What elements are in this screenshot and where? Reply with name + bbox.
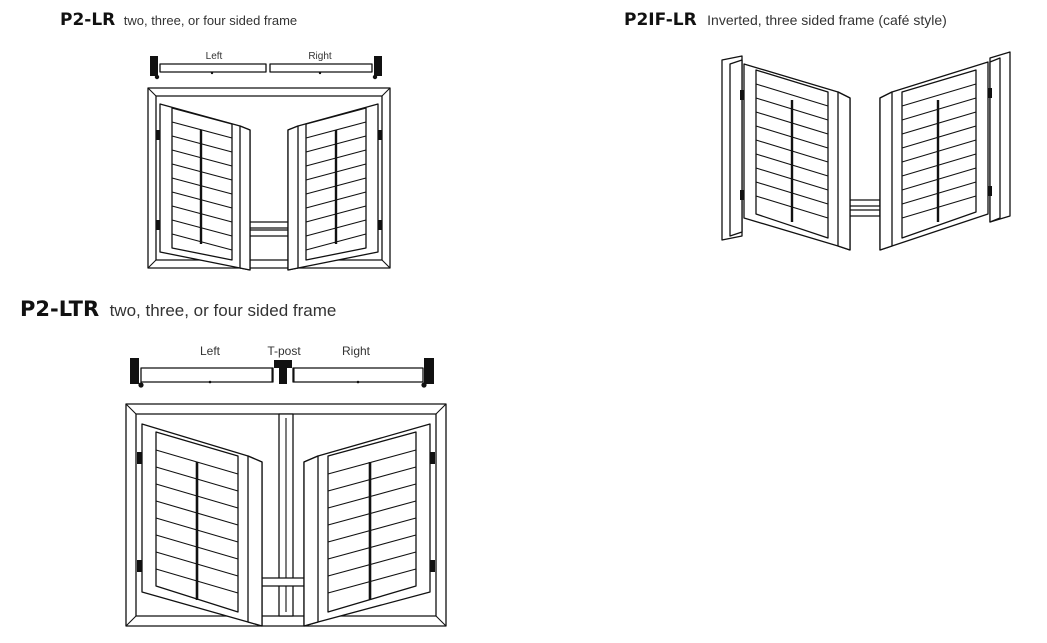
config-header-p2if-lr: P2IF-LR Inverted, three sided frame (caf…: [624, 10, 947, 30]
plan-view: Left Right: [150, 51, 382, 80]
config-description: two, three, or four sided frame: [109, 301, 337, 320]
config-description: Inverted, three sided frame (café style): [707, 12, 947, 28]
panel-label-right: Right: [342, 344, 371, 358]
t-post-plan: [274, 360, 292, 384]
right-panel-plan: [269, 63, 373, 73]
right-panel-plan: [292, 367, 424, 383]
diagram-p2-ltr: Left T-post Right: [125, 344, 447, 627]
right-shutter-panel: [879, 61, 992, 251]
frame-jamb: [374, 56, 382, 76]
frame-jamb: [130, 358, 139, 384]
frame-jamb: [150, 56, 158, 76]
config-code: P2-LR: [60, 10, 116, 30]
left-shutter-panel: [137, 423, 263, 627]
config-code: P2IF-LR: [624, 10, 697, 30]
panel-label-tpost: T-post: [267, 344, 301, 358]
left-shutter-panel: [156, 103, 251, 271]
frame-jamb: [424, 358, 434, 384]
right-shutter-panel: [303, 423, 435, 627]
config-header-p2-ltr: P2-LTR two, three, or four sided frame: [20, 297, 336, 321]
config-description: two, three, or four sided frame: [123, 13, 298, 28]
panel-label-left: Left: [200, 344, 221, 358]
right-shutter-panel: [287, 103, 382, 271]
diagram-p2-lr: Left Right: [147, 51, 391, 271]
left-panel-plan: [159, 63, 267, 73]
louvers: [327, 449, 417, 594]
left-panel-plan: [140, 367, 274, 383]
panel-label-left: Left: [206, 51, 223, 62]
diagram-p2if-lr: [721, 51, 1011, 251]
config-header-p2-lr: P2-LR two, three, or four sided frame: [60, 10, 297, 30]
panel-label-right: Right: [308, 51, 332, 62]
config-code: P2-LTR: [20, 297, 100, 321]
left-shutter-panel: [740, 63, 851, 251]
plan-view: Left T-post Right: [130, 344, 434, 388]
